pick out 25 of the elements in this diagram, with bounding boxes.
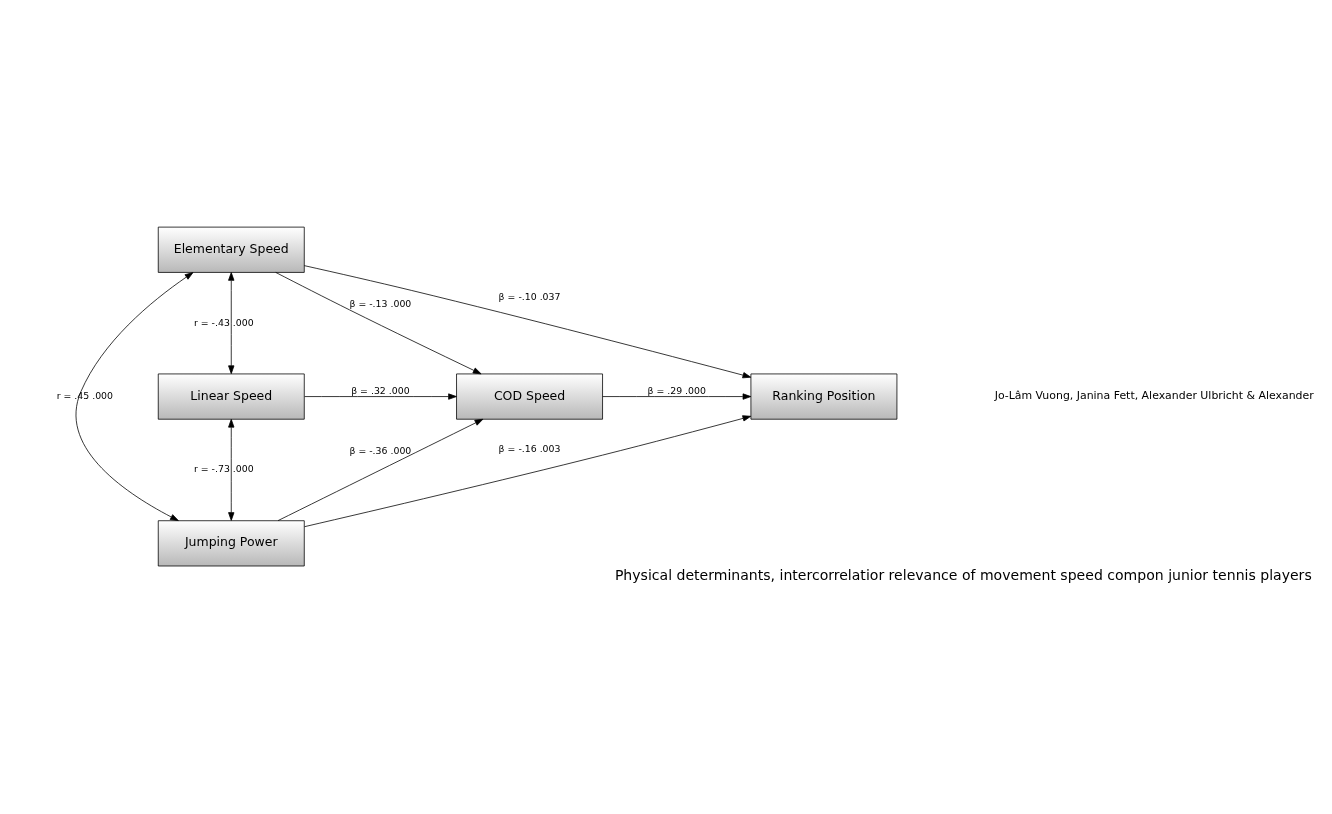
node-box: Linear Speed	[157, 373, 305, 420]
edge-label: r = -.43 .000	[193, 316, 254, 328]
arrow	[228, 418, 235, 521]
arrow	[275, 271, 482, 374]
arrow	[228, 271, 235, 374]
arrow	[277, 418, 484, 521]
edge-label: β = -.16 .003	[498, 442, 561, 454]
arrow	[303, 264, 752, 378]
node-box: Jumping Power	[157, 519, 305, 566]
edge-label: β = -.13 .000	[349, 297, 412, 309]
edge-label: β = -.36 .000	[349, 444, 412, 456]
edge-label: r = -.73 .000	[193, 462, 254, 474]
node-box: Ranking Position	[750, 373, 898, 420]
node-box: COD Speed	[456, 373, 603, 420]
edge-label: β = .32 .000	[351, 384, 410, 396]
arrow	[75, 271, 194, 521]
edge-label: β = -.10 .037	[498, 290, 561, 302]
edge-label: r = .45 .000	[56, 389, 114, 401]
edge-label: β = .29 .000	[647, 384, 706, 396]
node-box: Elementary Speed	[157, 226, 305, 273]
arrow	[304, 392, 457, 400]
label: Jo-Lâm Vuong, Janina Fett, Alexander Ulbricht & Alexander	[994, 388, 1314, 402]
caption: Physical determinants, intercorrelatior relevance of movement speed compon junior tennis players	[614, 566, 1312, 583]
arrow	[602, 392, 752, 400]
arrow	[304, 414, 752, 527]
